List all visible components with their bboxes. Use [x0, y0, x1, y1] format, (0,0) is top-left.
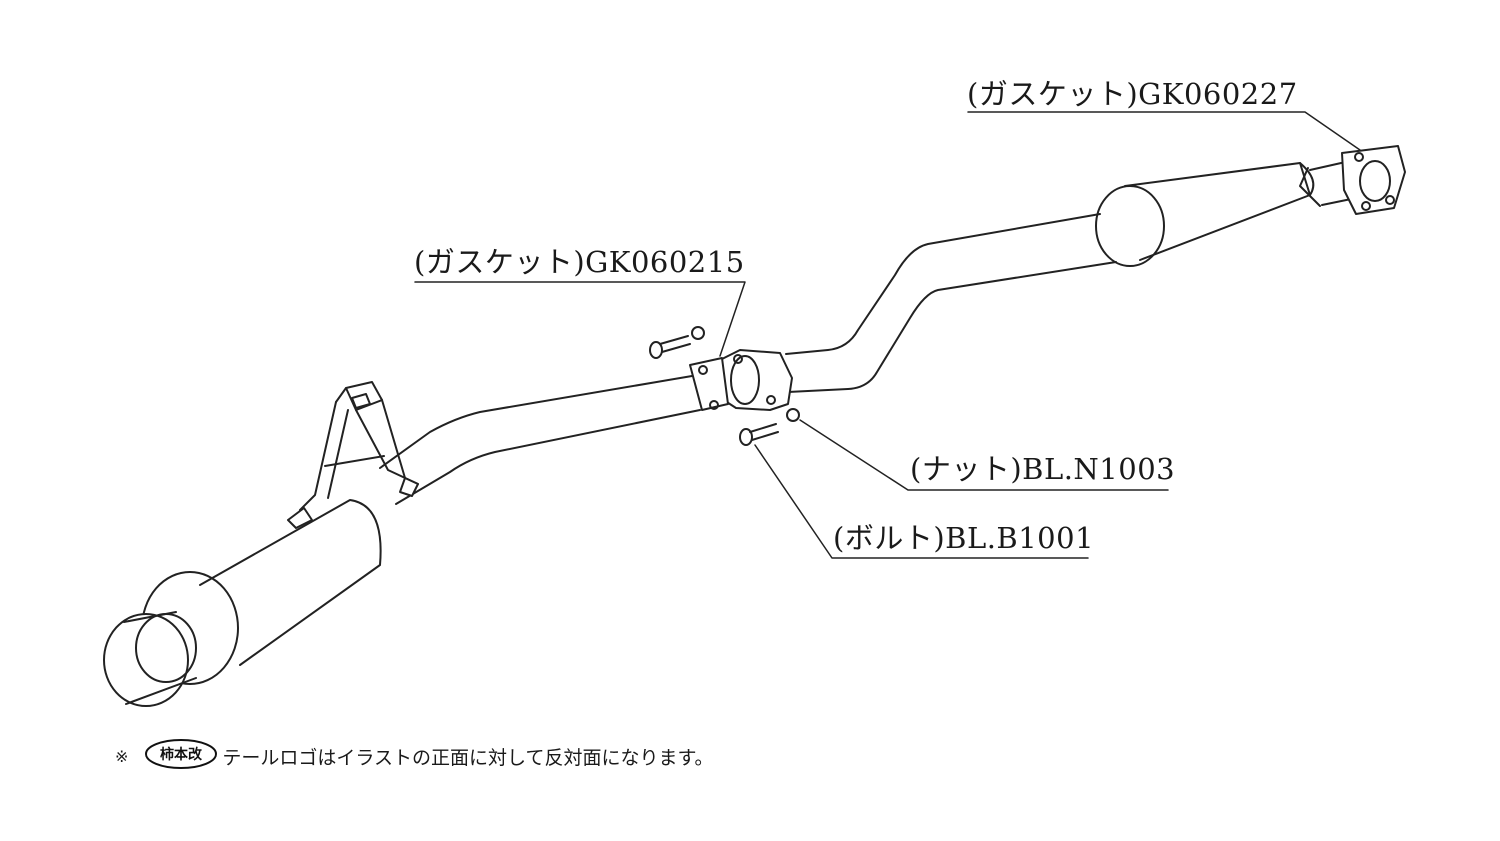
- center-silencer: [1095, 162, 1315, 267]
- nut-label: (ナット)BL.N1003: [910, 452, 1176, 486]
- nut-lower: [786, 408, 800, 422]
- front-flange: [1341, 145, 1406, 215]
- bolt-lower: [739, 423, 779, 446]
- gasket-mid-label: (ガスケット)GK060215: [414, 245, 745, 279]
- leader-lines: [414, 111, 1361, 559]
- center-flange-joint: [689, 349, 793, 411]
- hanger-bracket: [287, 381, 419, 529]
- mid-pipe: [785, 213, 1117, 393]
- footnote: ※ 柿本改 テールロゴはイラストの正面に対して反対面になります。: [115, 738, 714, 775]
- bolt-label: (ボルト)BL.B1001: [833, 521, 1095, 555]
- reference-mark: ※: [115, 747, 129, 766]
- tail-pipe: [103, 611, 197, 707]
- svg-text:柿本改: 柿本改: [160, 746, 203, 763]
- nut-upper: [691, 326, 705, 340]
- gasket-rear-label: (ガスケット)GK060227: [967, 77, 1298, 111]
- rear-pipe: [379, 375, 701, 505]
- brand-logo-icon: 柿本改: [144, 738, 218, 775]
- bolt-upper: [649, 335, 691, 359]
- footnote-text: テールロゴはイラストの正面に対して反対面になります。: [222, 747, 714, 769]
